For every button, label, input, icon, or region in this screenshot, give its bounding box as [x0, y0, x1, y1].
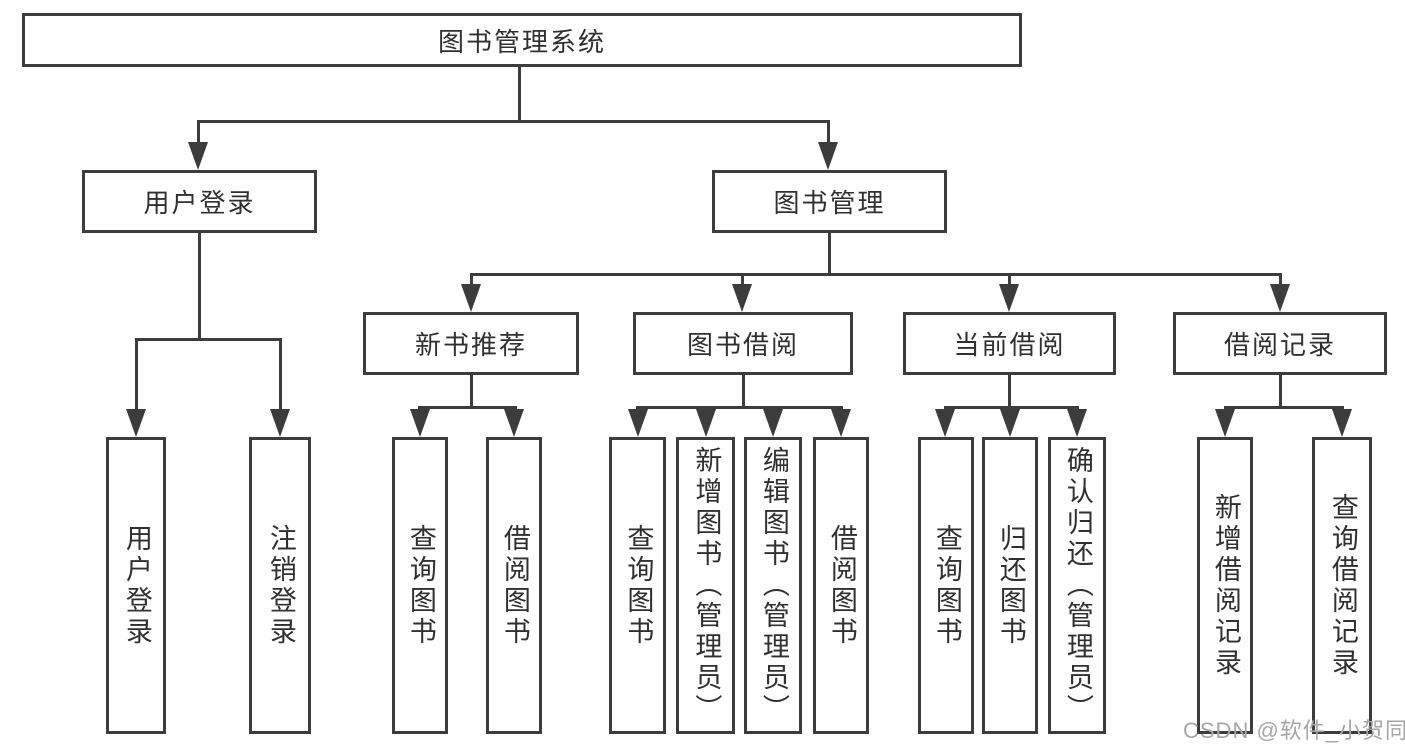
connector-line [470, 273, 473, 287]
watermark: CSDN @软件_小贺同学 [1183, 718, 1405, 743]
node-borrowing-records: 借阅记录 [1173, 312, 1387, 375]
arrow-down-icon [504, 409, 524, 437]
connector-line [828, 233, 831, 275]
leaf-add-borrow-record: 新增借阅记录 [1197, 437, 1253, 734]
leaf-add-books-admin: 新增图书（管理员） [676, 437, 735, 734]
node-new-book-recommendation: 新书推荐 [363, 312, 579, 375]
arrow-down-icon [188, 142, 208, 170]
leaf-user-login: 用户登录 [106, 437, 166, 734]
node-book-borrowing: 图书借阅 [633, 312, 853, 375]
leaf-borrow-books-recommend: 借阅图书 [486, 437, 542, 734]
connector-line [636, 406, 843, 409]
leaf-query-books-borrowing: 查询图书 [609, 437, 666, 734]
arrow-down-icon [831, 409, 851, 437]
connector-line [135, 338, 138, 412]
leaf-borrow-books: 借阅图书 [813, 437, 869, 734]
connector-line [1279, 273, 1282, 287]
leaf-query-books-recommend: 查询图书 [392, 437, 448, 734]
arrow-down-icon [999, 284, 1019, 312]
arrow-down-icon [935, 409, 955, 437]
connector-line [1008, 273, 1011, 287]
connector-line [279, 338, 282, 412]
connector-line [1008, 375, 1011, 409]
arrow-down-icon [763, 409, 783, 437]
leaf-query-books-current: 查询图书 [918, 437, 974, 734]
arrow-down-icon [410, 409, 430, 437]
node-current-borrowing: 当前借阅 [903, 312, 1116, 375]
arrow-down-icon [126, 409, 146, 437]
leaf-logout: 注销登录 [249, 437, 311, 734]
connector-line [470, 375, 473, 409]
connector-line [197, 120, 200, 146]
connector-line [518, 67, 521, 123]
arrow-down-icon [696, 409, 716, 437]
arrow-down-icon [1215, 409, 1235, 437]
connector-line [470, 273, 1281, 276]
arrow-down-icon [1270, 284, 1290, 312]
arrow-down-icon [732, 284, 752, 312]
leaf-edit-books-admin: 编辑图书（管理员） [744, 437, 802, 734]
connector-line [742, 375, 745, 409]
connector-line [197, 120, 830, 123]
node-user-login: 用户登录 [82, 170, 317, 233]
connector-line [135, 338, 282, 341]
connector-line [418, 406, 517, 409]
connector-line [741, 273, 744, 287]
arrow-down-icon [270, 409, 290, 437]
connector-line [198, 233, 201, 340]
leaf-confirm-return-admin: 确认归还（管理员） [1048, 437, 1106, 734]
arrow-down-icon [1332, 409, 1352, 437]
arrow-down-icon [1000, 409, 1020, 437]
node-book-management: 图书管理 [712, 170, 947, 233]
connector-line [1279, 375, 1282, 409]
arrow-down-icon [461, 284, 481, 312]
arrow-down-icon [628, 409, 648, 437]
leaf-return-books: 归还图书 [982, 437, 1038, 734]
node-library-management-system: 图书管理系统 [22, 13, 1022, 67]
connector-line [827, 120, 830, 146]
arrow-down-icon [1067, 409, 1087, 437]
leaf-query-borrow-record: 查询借阅记录 [1312, 437, 1372, 734]
arrow-down-icon [818, 142, 838, 170]
connector-line [1224, 406, 1344, 409]
